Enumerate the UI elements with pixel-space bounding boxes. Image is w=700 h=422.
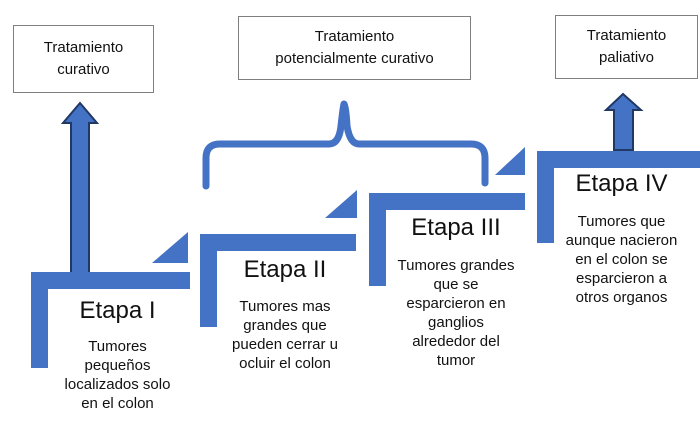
stage4-step-bar-vertical	[537, 151, 554, 243]
step-up-triangle-stage3	[325, 190, 357, 218]
stage1-description: Tumores pequeños localizados solo en el …	[64, 338, 171, 412]
stage1-step-bar-horizontal	[31, 272, 190, 289]
stage3-description: Tumores grandes que se esparcieron en ga…	[397, 257, 515, 369]
stage4-step-bar-horizontal	[537, 151, 700, 168]
palliative-up-arrow-icon	[603, 92, 644, 151]
stage3-step-bar-horizontal	[369, 193, 525, 210]
stage1-step-bar-vertical	[31, 272, 48, 368]
stage2-title: Etapa II	[243, 256, 327, 283]
curative-up-arrow-icon	[60, 101, 100, 277]
stage4-description: Tumores que aunque nacieron en el colon …	[565, 213, 678, 306]
step-up-triangle-stage2	[152, 232, 188, 263]
curly-brace-icon	[202, 100, 489, 190]
stage3-title: Etapa III	[411, 214, 501, 241]
treatment-box-potentially-curative: Tratamiento potencialmente curativo	[238, 16, 471, 80]
stage2-step-bar-horizontal	[200, 234, 356, 251]
stage1-title: Etapa I	[79, 297, 156, 324]
stage2-step-bar-vertical	[200, 234, 217, 327]
treatment-box-curative: Tratamiento curativo	[13, 25, 154, 93]
stage3-step-bar-vertical	[369, 193, 386, 286]
step-up-triangle-stage4	[495, 147, 525, 175]
stage4-title: Etapa IV	[575, 170, 668, 197]
treatment-box-palliative: Tratamiento paliativo	[555, 15, 698, 79]
stage2-description: Tumores mas grandes que pueden cerrar u …	[232, 298, 338, 372]
